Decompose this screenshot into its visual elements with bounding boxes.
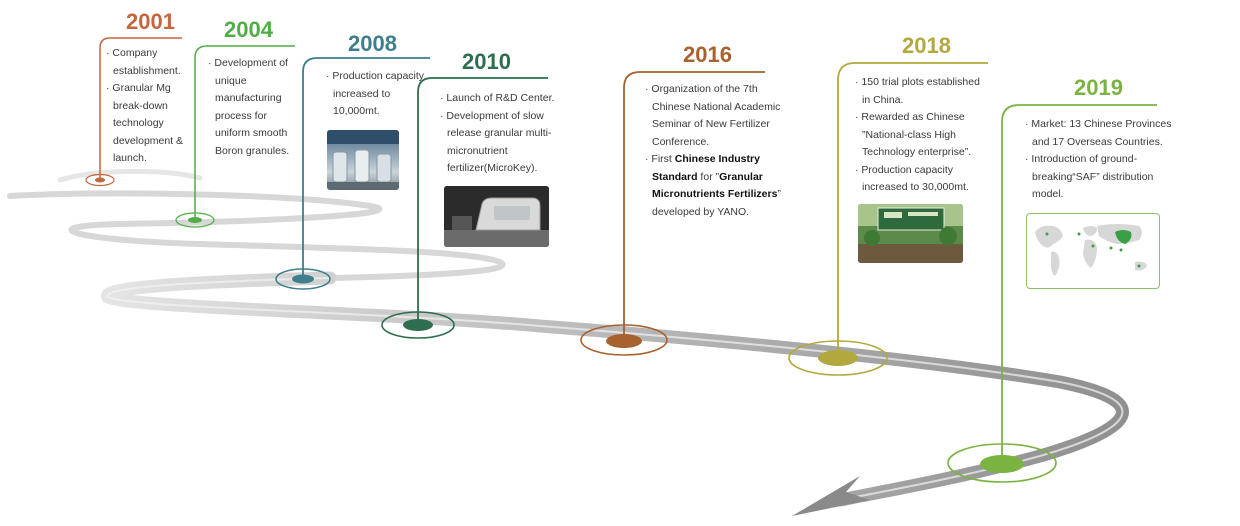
road-loop-1: [57, 168, 203, 183]
trial-plot-photo: [858, 204, 963, 263]
milestone-2018-item-1: 150 trial plots established in China.: [855, 74, 985, 109]
marker-2008: [275, 57, 430, 290]
year-2001: 2001: [126, 9, 175, 34]
year-2004: 2004: [224, 17, 273, 42]
milestone-2008-text: Production capacity increased to 10,000m…: [326, 68, 426, 121]
item-2-bold-product: Granular Micronutrients Fertilizers: [652, 170, 778, 201]
milestone-2019-text: Market: 13 Chinese Provinces and 17 Over…: [1025, 116, 1173, 204]
year-2008: 2008: [348, 31, 397, 56]
road-main-highlight: [106, 277, 1124, 501]
milestone-2019-item-1: Market: 13 Chinese Provinces and 17 Over…: [1025, 116, 1173, 151]
marker-2019: [947, 104, 1157, 483]
item-2-text-a: First: [651, 153, 675, 165]
road-arrow-head: [792, 476, 870, 516]
year-2010: 2010: [462, 49, 511, 74]
milestone-2016-item-1: Organization of the 7th Chinese National…: [645, 81, 783, 151]
milestone-2010-item-2: Development of slow release granular mul…: [440, 108, 556, 178]
factory-photo: [327, 130, 399, 190]
marker-2001: [85, 37, 182, 187]
marker-2018: [788, 62, 988, 376]
road-loop-2: [7, 190, 506, 281]
milestone-2001-text: Company establishment. Granular Mg break…: [106, 45, 188, 168]
milestone-2010-text: Launch of R&D Center. Development of slo…: [440, 90, 556, 178]
milestone-2019-item-2: Introduction of ground-breaking“SAF” dis…: [1025, 151, 1173, 204]
milestone-2016-item-2: First Chinese Industry Standard for ”Gra…: [645, 151, 783, 221]
lab-instrument-photo: [444, 186, 549, 247]
milestone-2016-text: Organization of the 7th Chinese National…: [645, 81, 783, 221]
milestone-2004-text: Development of unique manufacturing proc…: [208, 55, 294, 160]
road-main: [101, 271, 1129, 507]
item-2-text-c: ” developed by YANO.: [652, 188, 781, 218]
year-2019: 2019: [1074, 75, 1123, 100]
milestone-2018-text: 150 trial plots established in China. Re…: [855, 74, 985, 197]
milestone-2001-item-1: Company establishment.: [106, 45, 188, 80]
milestone-2010-item-1: Launch of R&D Center.: [440, 90, 556, 108]
milestone-2004-item-1: Development of unique manufacturing proc…: [208, 55, 294, 160]
milestone-2018-item-2: Rewarded as Chinese ”National-class High…: [855, 109, 985, 162]
year-2018: 2018: [902, 33, 951, 58]
milestone-2008-item-1: Production capacity increased to 10,000m…: [326, 68, 426, 121]
marker-2004: [175, 45, 295, 228]
item-2-bold-standard: Chinese Industry Standard: [652, 153, 760, 183]
milestone-2018-item-3: Production capacity increased to 30,000m…: [855, 162, 985, 197]
marker-2016: [580, 71, 765, 356]
item-2-text-b: for ”: [697, 170, 720, 183]
world-map-image: [1026, 213, 1160, 289]
year-2016: 2016: [683, 42, 732, 67]
milestone-2001-item-2: Granular Mg break-down technology develo…: [106, 80, 188, 168]
